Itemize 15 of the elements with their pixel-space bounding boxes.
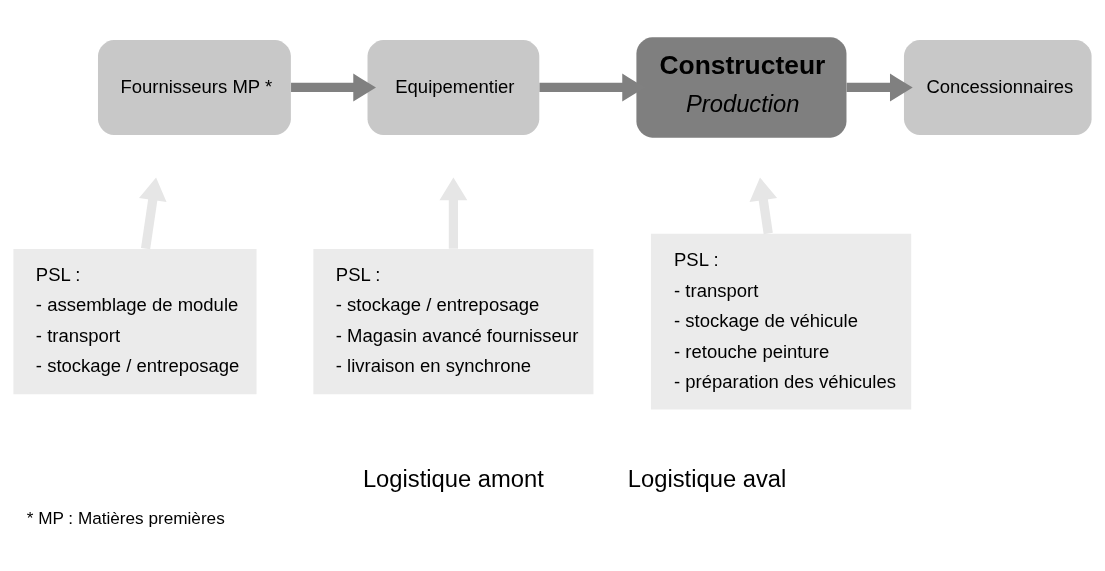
node-box: PSL : - assemblage de module - transport - stockage / entreposage [13,249,257,395]
node-box: Equipementier [367,39,540,136]
caption: * MP : Matières premières [26,507,225,528]
node-box: PSL : - stockage / entreposage - Magasin avancé fournisseur - livraison en synchrone [313,249,594,395]
node-box: PSL : - transport - stockage de véhicule - retouche peinture - préparation des véhicules [650,233,912,410]
label: Logistique aval [627,464,787,492]
node-box: Constructeur Production [636,37,847,138]
arrow [846,73,913,102]
arrow [291,73,376,102]
arrow [439,177,468,249]
arrow [138,177,167,250]
node-box: Fournisseurs MP * [98,39,291,136]
node-box: Concessionnaires [903,39,1092,136]
arrow [749,177,778,235]
label: Logistique amont [362,464,544,492]
